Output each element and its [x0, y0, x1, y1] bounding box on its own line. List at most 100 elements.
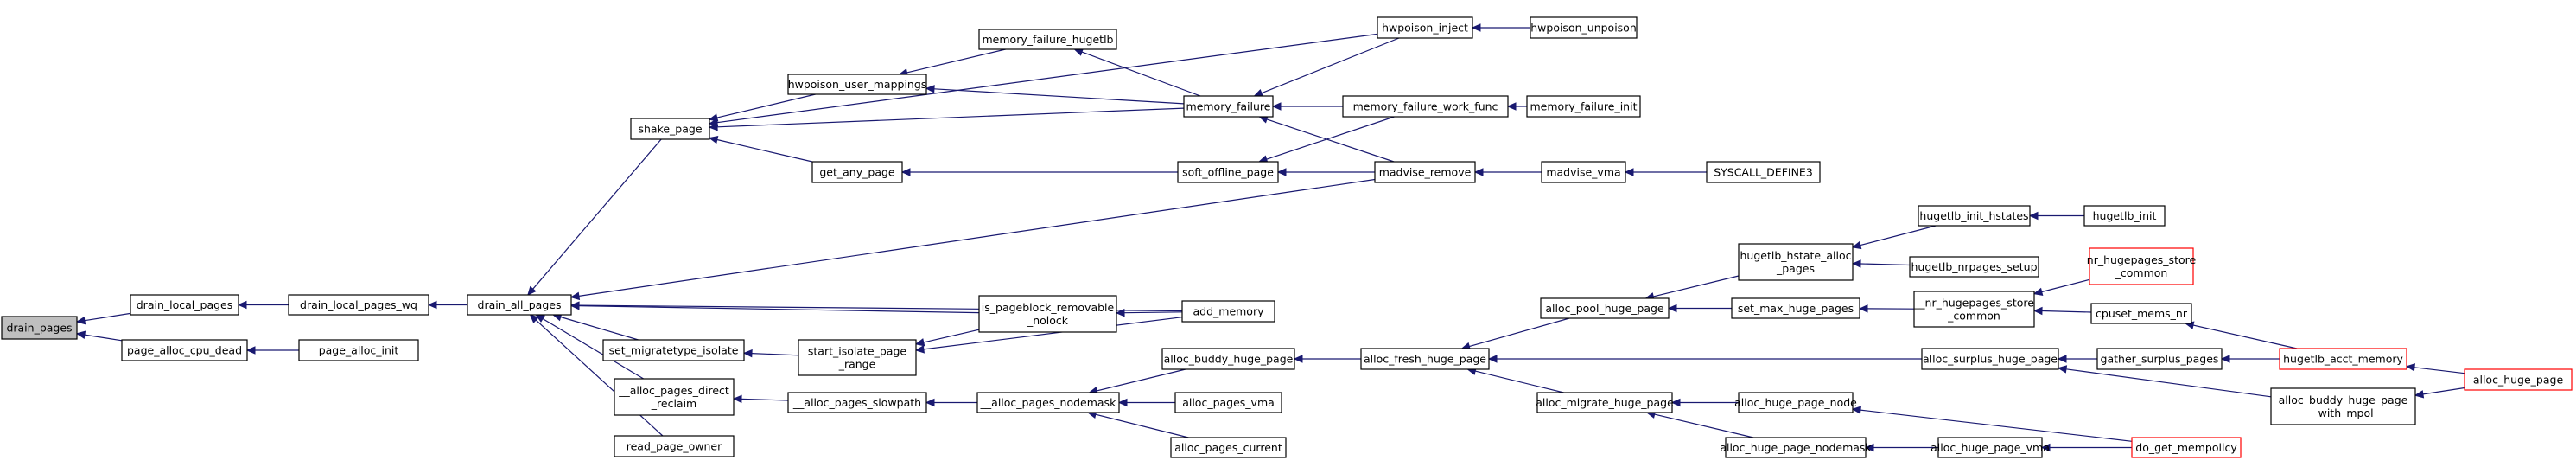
node-alloc-huge-page-nodemask[interactable]: alloc_huge_page_nodemask: [1720, 437, 1872, 458]
edge-arrowhead: [1851, 259, 1861, 268]
node-alloc-huge-page-node[interactable]: alloc_huge_page_node: [1734, 392, 1857, 413]
node-memory-failure-work-func[interactable]: memory_failure_work_func: [1342, 95, 1509, 118]
node-label: _range: [838, 358, 876, 371]
node-label: alloc_fresh_huge_page: [1364, 353, 1486, 366]
node-nr-hugepages-store-common[interactable]: nr_hugepages_store_common: [2087, 247, 2197, 285]
edge-add_memory-to-is_pageblock_removable_nolock: [1115, 308, 1183, 317]
edge-arrowhead: [569, 301, 580, 310]
node-alloc-pages-current[interactable]: alloc_pages_current: [1170, 437, 1287, 458]
node-box: [1725, 437, 1867, 458]
edge-set_migratetype_isolate-to-drain_all_pages: [551, 313, 639, 341]
edge-line: [2041, 310, 2092, 313]
node-madvise-vma[interactable]: madvise_vma: [1541, 161, 1626, 183]
node-alloc-fresh-huge-page[interactable]: alloc_fresh_huge_page: [1360, 348, 1490, 370]
node-hugetlb-init-hstates[interactable]: hugetlb_init_hstates: [1918, 205, 2031, 227]
edge-line: [2041, 278, 2090, 293]
node-alloc-pages-slowpath[interactable]: __alloc_pages_slowpath: [787, 392, 927, 413]
node-alloc-buddy-huge-page-with-mpol[interactable]: alloc_buddy_huge_page_with_mpol: [2270, 387, 2416, 425]
node-label: hwpoison_user_mappings: [788, 78, 927, 91]
node-label: memory_failure_work_func: [1353, 100, 1498, 113]
node-label: __alloc_pages_slowpath: [792, 396, 921, 409]
node-drain-local-pages-wq[interactable]: drain_local_pages_wq: [288, 294, 429, 316]
node-memory-failure[interactable]: memory_failure: [1183, 95, 1274, 118]
node-label: hwpoison_inject: [1382, 22, 1468, 35]
node-box: [1, 316, 78, 340]
node-madvise-remove[interactable]: madvise_remove: [1374, 161, 1476, 183]
edge-memory_failure_hugetlb-to-hwpoison_user_mappings: [898, 48, 1006, 77]
node-label: set_max_huge_pages: [1738, 302, 1854, 315]
edge-alloc_huge_page_node-to-alloc_migrate_huge_page: [1670, 398, 1739, 407]
node-alloc-pages-direct-reclaim[interactable]: __alloc_pages_direct_reclaim: [614, 378, 735, 416]
node-hugetlb-nrpages-setup[interactable]: hugetlb_nrpages_setup: [1909, 256, 2039, 278]
node-cpuset-mems-nr[interactable]: cpuset_mems_nr: [2090, 303, 2192, 324]
node-hwpoison-unpoison[interactable]: hwpoison_unpoison: [1530, 16, 1638, 39]
node-label: __nr_hugepages_store: [1913, 297, 2034, 310]
edge-memory_failure-to-hwpoison_user_mappings: [925, 85, 1185, 105]
edge-arrowhead: [925, 85, 935, 93]
node-get-any-page[interactable]: get_any_page: [811, 161, 903, 183]
node-hwpoison-inject[interactable]: hwpoison_inject: [1377, 16, 1473, 39]
edge-line: [741, 398, 789, 401]
node-read-page-owner[interactable]: read_page_owner: [614, 435, 735, 457]
node-drain-all-pages[interactable]: drain_all_pages: [467, 294, 572, 316]
edge-arrowhead: [1276, 168, 1287, 176]
node-memory-failure-init[interactable]: memory_failure_init: [1526, 95, 1641, 118]
node-box: [1183, 95, 1274, 118]
node-alloc-huge-page[interactable]: alloc_huge_page: [2464, 368, 2573, 391]
node-drain-pages[interactable]: drain_pages: [1, 316, 78, 340]
node-label: alloc_buddy_huge_page: [2279, 393, 2408, 406]
edge-arrowhead: [245, 346, 256, 355]
edge-line: [1081, 51, 1201, 97]
edge-arrowhead: [237, 300, 247, 310]
node-page-alloc-init[interactable]: page_alloc_init: [298, 339, 419, 361]
node-alloc-pages-nodemask[interactable]: __alloc_pages_nodemask: [976, 392, 1120, 413]
edge-alloc_huge_page_nodemask-to-alloc_migrate_huge_page: [1645, 410, 1754, 438]
node-alloc-buddy-huge-page[interactable]: alloc_buddy_huge_page: [1161, 348, 1295, 370]
node-drain-local-pages[interactable]: drain_local_pages: [130, 294, 239, 316]
node-alloc-huge-page-vma[interactable]: alloc_huge_page_vma: [1930, 437, 2050, 458]
node-soft-offline-page[interactable]: soft_offline_page: [1177, 161, 1279, 183]
edge-line: [542, 318, 645, 380]
node-nr-hugepages-store-common[interactable]: __nr_hugepages_store_common: [1913, 291, 2035, 328]
edge-set_max_huge_pages-to-alloc_pool_huge_page: [1667, 304, 1732, 313]
edge-arrowhead: [1115, 308, 1125, 317]
edge-line: [2192, 324, 2298, 349]
node-label: alloc_pages_vma: [1182, 396, 1275, 409]
node-label: __alloc_pages_direct: [618, 384, 729, 397]
edge-line: [1860, 225, 1937, 246]
node-memory-failure-hugetlb[interactable]: memory_failure_hugetlb: [978, 29, 1117, 50]
node-set-max-huge-pages[interactable]: set_max_huge_pages: [1731, 297, 1860, 319]
node-label: read_page_owner: [627, 440, 722, 453]
node-label: hugetlb_hstate_alloc: [1740, 249, 1852, 262]
node-hugetlb-init[interactable]: hugetlb_init: [2083, 205, 2166, 227]
node-hugetlb-acct-memory[interactable]: hugetlb_acct_memory: [2279, 348, 2407, 370]
node-start-isolate-page-range[interactable]: start_isolate_page_range: [798, 339, 917, 376]
node-label: soft_offline_page: [1182, 166, 1274, 179]
edge-hugetlb_acct_memory-to-gather_surplus_pages: [2220, 355, 2280, 363]
graph-edges: [75, 23, 2465, 452]
node-page-alloc-cpu-dead[interactable]: page_alloc_cpu_dead: [121, 339, 248, 361]
node-gather-surplus-pages[interactable]: gather_surplus_pages: [2096, 348, 2223, 370]
node-alloc-pool-huge-page[interactable]: alloc_pool_huge_page: [1540, 297, 1670, 319]
node-box: [1536, 392, 1673, 413]
edge-arrowhead: [2057, 365, 2068, 374]
node-label: _reclaim: [651, 397, 696, 410]
node-SYSCALL-DEFINE3[interactable]: SYSCALL_DEFINE3: [1706, 161, 1821, 183]
edge-arrowhead: [75, 316, 86, 325]
edge-line: [84, 312, 131, 322]
node-box: [1161, 348, 1295, 370]
node-hwpoison-user-mappings[interactable]: hwpoison_user_mappings: [787, 74, 927, 95]
node-alloc-pages-vma[interactable]: alloc_pages_vma: [1174, 392, 1282, 413]
node-do-get-mempolicy[interactable]: do_get_mempolicy: [2131, 437, 2242, 458]
node-box: [978, 295, 1117, 333]
node-alloc-migrate-huge-page[interactable]: alloc_migrate_huge_page: [1536, 392, 1674, 413]
node-is-pageblock-removable-nolock[interactable]: is_pageblock_removable_nolock: [978, 295, 1117, 333]
node-set-migratetype-isolate[interactable]: set_migratetype_isolate: [602, 339, 745, 361]
node-shake-page[interactable]: shake_page: [630, 118, 710, 140]
node-box: [2090, 303, 2192, 324]
node-add-memory[interactable]: add_memory: [1181, 300, 1275, 323]
edge-line: [2414, 367, 2465, 374]
node-alloc-surplus-huge-page[interactable]: alloc_surplus_huge_page: [1921, 348, 2059, 370]
node-hugetlb-hstate-alloc-pages[interactable]: hugetlb_hstate_alloc_pages: [1738, 243, 1854, 281]
edge-arrowhead: [900, 168, 911, 176]
